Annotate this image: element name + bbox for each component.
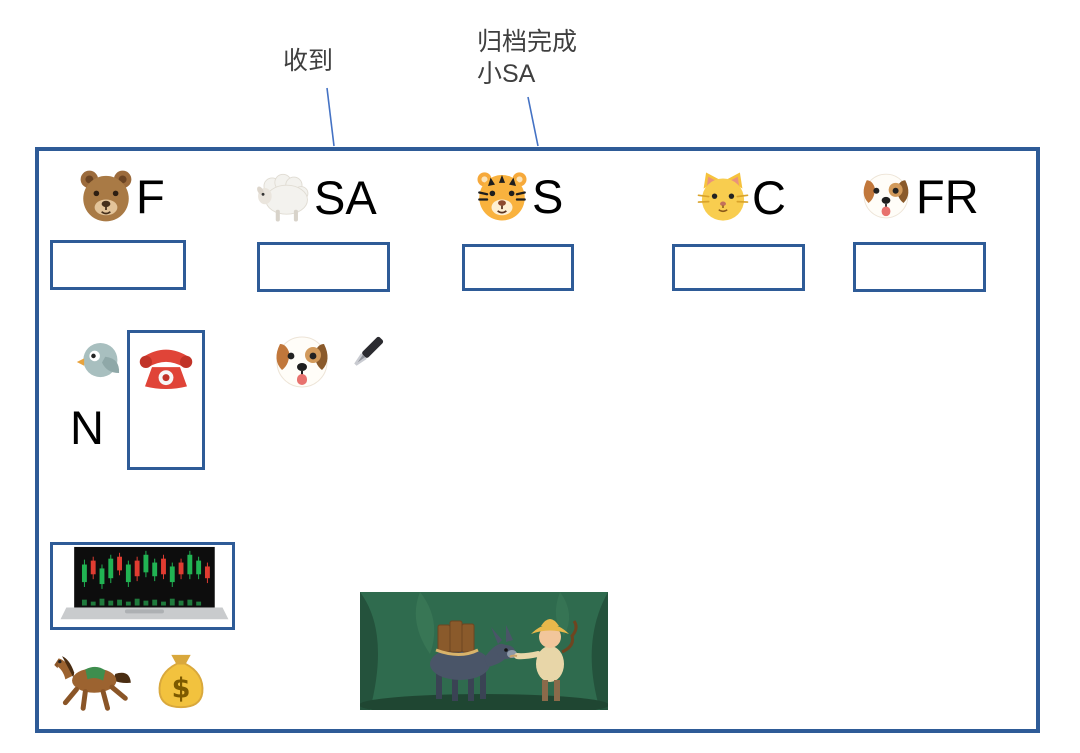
telephone-icon [138, 340, 194, 467]
cat-icon [696, 170, 750, 224]
chart-box [50, 542, 235, 630]
bear-icon [78, 168, 134, 224]
stage-slot-box [672, 244, 805, 291]
stage-f: F [78, 168, 165, 224]
donkey-cowboy-illustration [359, 592, 609, 716]
horse-icon [52, 645, 132, 716]
callout-archived-line2: 小SA [477, 60, 536, 88]
stock-chart-laptop-image [53, 545, 232, 627]
sheep-icon [254, 168, 312, 226]
stage-slot-box [853, 242, 986, 292]
stage-label: FR [916, 169, 979, 223]
callout-archived-line1: 归档完成 [477, 28, 578, 56]
tiger-icon [474, 168, 530, 224]
main-frame [35, 147, 1040, 733]
stage-label: S [532, 169, 564, 223]
pen-icon [338, 330, 390, 382]
stage-label: F [136, 169, 165, 223]
stage-slot-box [462, 244, 574, 291]
dog-icon [858, 168, 914, 224]
dog-icon [270, 330, 334, 394]
callout-received-label: 收到 [283, 45, 333, 77]
callout-archived-label: 归档完成 小SA [477, 26, 577, 90]
stage-slot-box [50, 240, 186, 290]
callout-received-text: 收到 [283, 47, 334, 75]
stage-s: S [474, 168, 563, 224]
phone-box [127, 330, 205, 470]
money-bag-icon: $ [150, 650, 212, 712]
dollar-sign: $ [172, 673, 191, 704]
bird-label: N [70, 401, 104, 454]
stage-c: C [696, 170, 786, 224]
stage-fr: FR [858, 168, 979, 224]
stage-sa: SA [254, 168, 377, 226]
stage-slot-box [257, 242, 390, 292]
stage-label: SA [314, 170, 377, 224]
stage-label: C [752, 170, 786, 224]
bird-icon [76, 334, 128, 386]
